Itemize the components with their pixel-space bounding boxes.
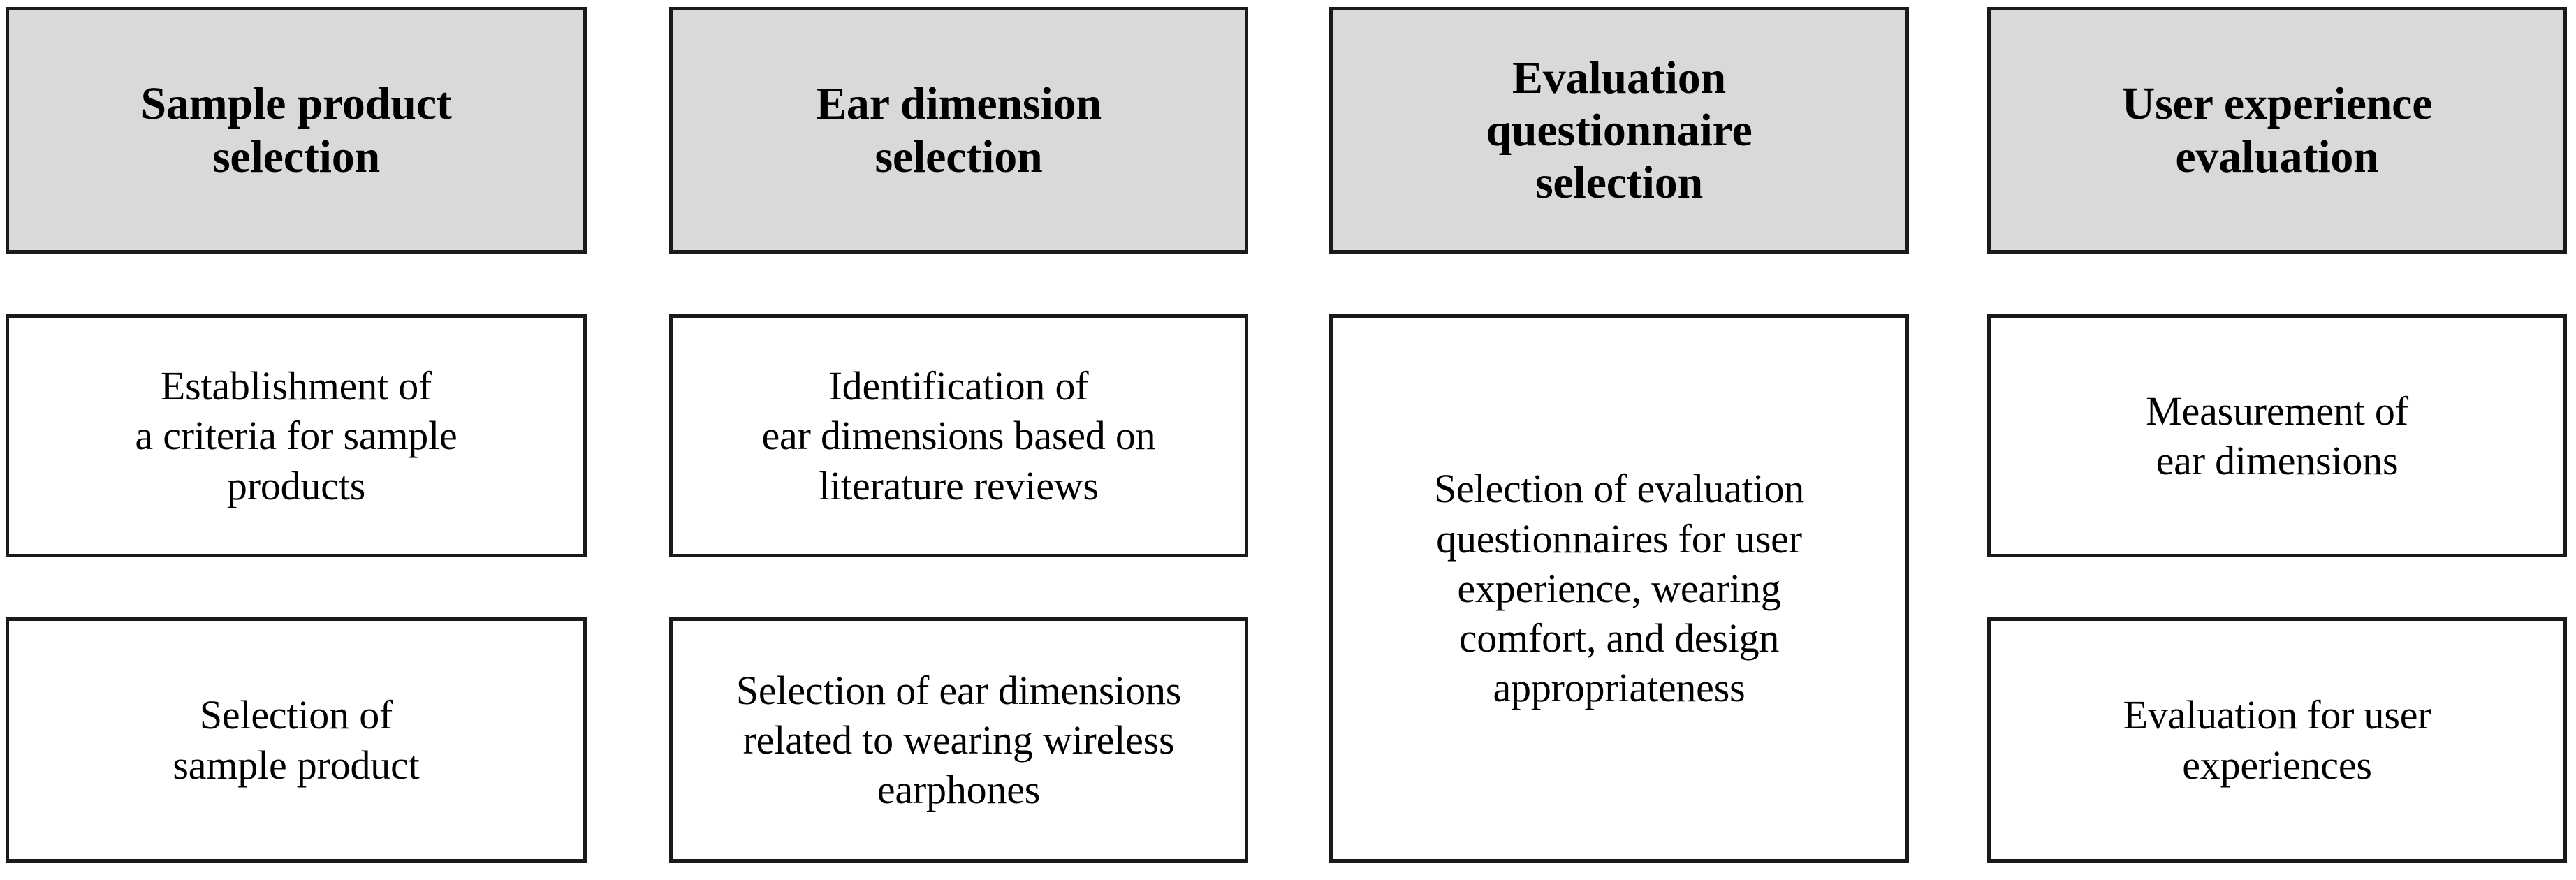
stage-header-user-experience-evaluation: User experience evaluation	[1987, 7, 2567, 254]
step-box-select-ear-dimensions: Selection of ear dimensions related to w…	[669, 617, 1248, 863]
step-label: Selection of ear dimensions related to w…	[736, 667, 1182, 813]
step-label: Measurement of ear dimensions	[2146, 388, 2408, 483]
step-label: Establishment of a criteria for sample p…	[135, 363, 458, 508]
stage-header-label: Sample product selection	[140, 78, 452, 182]
step-label: Selection of evaluation questionnaires f…	[1433, 466, 1805, 711]
step-box-select-sample-product: Selection of sample product	[6, 617, 587, 863]
stage-header-sample-product-selection: Sample product selection	[6, 7, 587, 254]
stage-header-label: Evaluation questionnaire selection	[1486, 52, 1752, 209]
step-label: Evaluation for user experiences	[2123, 692, 2431, 788]
step-box-establish-criteria: Establishment of a criteria for sample p…	[6, 314, 587, 557]
stage-header-ear-dimension-selection: Ear dimension selection	[669, 7, 1248, 254]
step-label: Identification of ear dimensions based o…	[761, 363, 1156, 508]
step-label: Selection of sample product	[173, 692, 420, 788]
stage-header-label: Ear dimension selection	[816, 78, 1102, 182]
stage-header-label: User experience evaluation	[2121, 78, 2433, 182]
stage-header-evaluation-questionnaire-selection: Evaluation questionnaire selection	[1329, 7, 1909, 254]
step-box-measure-ear-dimensions: Measurement of ear dimensions	[1987, 314, 2567, 557]
step-box-evaluate-user-experiences: Evaluation for user experiences	[1987, 617, 2567, 863]
step-box-select-questionnaires: Selection of evaluation questionnaires f…	[1329, 314, 1909, 863]
step-box-identify-ear-dimensions: Identification of ear dimensions based o…	[669, 314, 1248, 557]
